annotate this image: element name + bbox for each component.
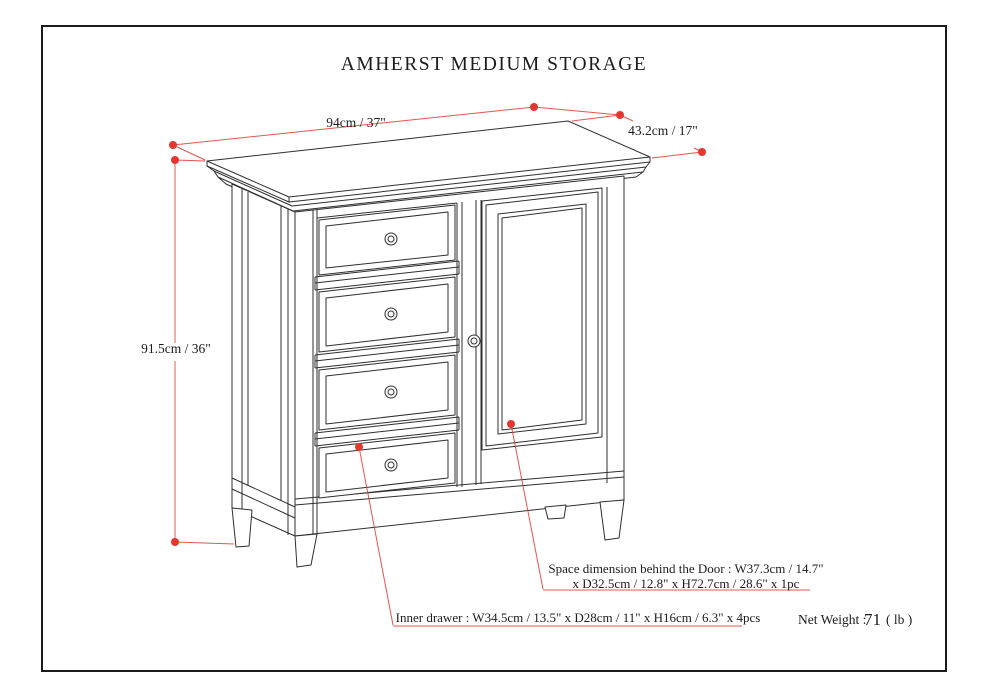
net-weight-label: Net Weight :: [798, 612, 866, 627]
dim-dot: [169, 141, 177, 149]
side-apron: [231, 477, 296, 508]
drawer-note-leader: [358, 446, 742, 627]
drawer-note-dot: [355, 443, 363, 451]
drawer-knobs: [384, 232, 398, 472]
page-border: [41, 25, 947, 672]
drawer-divider-1: [314, 260, 460, 291]
door-space-note-line1: Space dimension behind the Door : W37.3c…: [548, 561, 823, 576]
net-weight-value: 71: [864, 610, 881, 629]
dim-dot: [698, 148, 706, 156]
dimension-lines: [172, 106, 810, 627]
dim-dot: [530, 103, 538, 111]
cabinet-door: [481, 187, 603, 451]
door-knob: [467, 334, 481, 348]
height-dimension-line: [174, 159, 235, 545]
door-note-dot: [507, 420, 515, 428]
dim-dot: [171, 156, 179, 164]
width-dimension-line: [172, 106, 621, 161]
dim-dot: [171, 538, 179, 546]
crown-moulding: [206, 161, 651, 207]
net-weight: Net Weight : 71 ( lb ): [798, 610, 912, 629]
net-weight-unit: ( lb ): [886, 612, 912, 627]
front-right-leg: [599, 499, 625, 541]
front-left-leg: [294, 533, 318, 568]
page-title: AMHERST MEDIUM STORAGE: [341, 54, 647, 75]
height-dimension-label: 91.5cm / 36": [141, 341, 211, 356]
depth-dimension-label: 43.2cm / 17": [628, 123, 698, 138]
door-space-note-line2: x D32.5cm / 12.8" x H72.7cm / 28.6" x 1p…: [573, 576, 800, 591]
drawer-divider-3: [314, 416, 460, 447]
cabinet-tabletop: [206, 120, 651, 217]
dim-dot: [616, 111, 624, 119]
cabinet-line-drawing: [206, 120, 651, 568]
drawer-divider-2: [314, 338, 460, 369]
dimension-dots: [169, 103, 706, 546]
back-left-leg: [231, 507, 253, 548]
back-right-leg: [544, 504, 567, 520]
width-dimension-label: 94cm / 37": [326, 115, 386, 130]
cabinet-left-side-panel: [231, 183, 296, 537]
drawer-stack: [314, 204, 460, 499]
cabinet-legs: [231, 499, 625, 568]
inner-drawer-note: Inner drawer : W34.5cm / 13.5" x D28cm /…: [396, 610, 761, 625]
door-note-leader: [510, 423, 810, 591]
